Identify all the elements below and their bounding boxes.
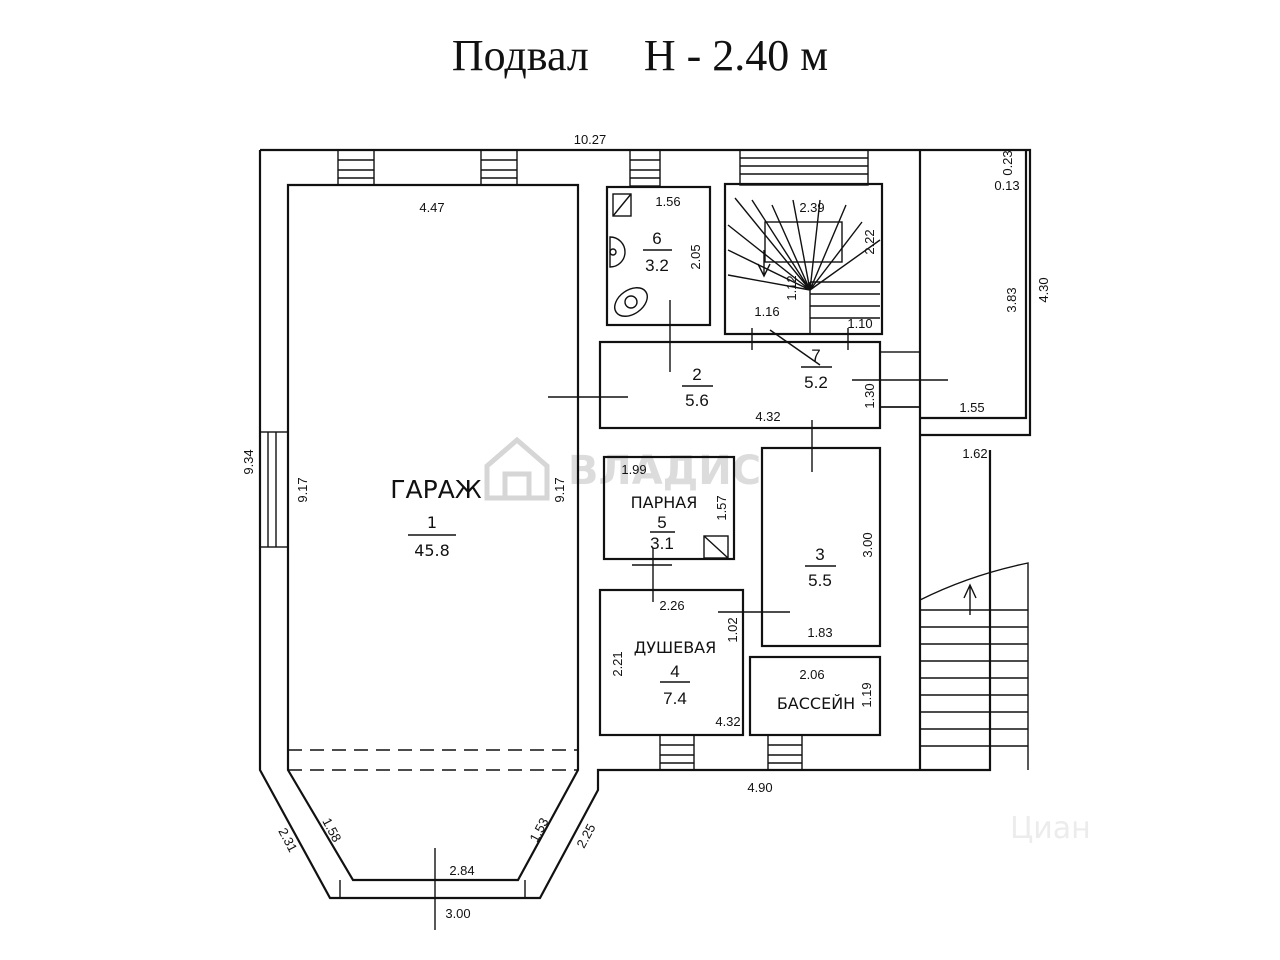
- dim-wc-height: 2.05: [688, 244, 703, 269]
- watermark-logo-icon: [484, 436, 550, 501]
- dim-sauna-height: 1.57: [714, 495, 729, 520]
- dim-corridor-height: 1.30: [862, 383, 877, 408]
- dim-top-total: 10.27: [574, 132, 607, 147]
- dim-garage-left-inner: 9.17: [295, 477, 310, 502]
- dim-stairs-width: 2.39: [799, 200, 824, 215]
- dim-wc-width: 1.56: [655, 194, 680, 209]
- dim-garage-left-outer: 9.34: [241, 449, 256, 474]
- room-garage: ГАРАЖ 1 45.8: [390, 475, 482, 560]
- room-corridor: 2 5.6: [682, 365, 713, 410]
- dim-stairs-right: 1.10: [847, 316, 872, 331]
- dim-stairs-mid: 1.12: [784, 275, 799, 300]
- toilet-icon: [614, 287, 648, 317]
- room-wc-area: 3.2: [645, 256, 669, 275]
- windows: [259, 149, 869, 771]
- room-shower-area: 7.4: [663, 689, 687, 708]
- room-3-number: 3: [815, 545, 824, 564]
- dim-right-0-13: 0.13: [994, 178, 1019, 193]
- dim-shower-side: 1.02: [725, 617, 740, 642]
- interior-walls: [598, 150, 1028, 770]
- interior-stairs: [727, 197, 881, 334]
- room-sauna-name: ПАРНАЯ: [631, 493, 698, 512]
- dim-garage-right-inner: 9.17: [552, 477, 567, 502]
- dim-bay-1-53: 1.53: [526, 815, 551, 844]
- ventilation-icon: [612, 193, 632, 217]
- room-stairs-number: 7: [811, 346, 820, 365]
- room-corridor-area: 5.6: [685, 391, 709, 410]
- dim-shower-bottom: 4.32: [715, 714, 740, 729]
- dim-pool-width: 2.06: [799, 667, 824, 682]
- dim-shower-top: 2.26: [659, 598, 684, 613]
- dim-sauna-width: 1.99: [621, 462, 646, 477]
- watermark: ВЛАДИС Циан: [484, 436, 1091, 846]
- room-shower-number: 4: [670, 662, 679, 681]
- room-corridor-number: 2: [692, 365, 701, 384]
- room-stairs-area: 5.2: [804, 373, 828, 392]
- dim-shower-height: 2.21: [610, 651, 625, 676]
- room-pool-name: БАССЕЙН: [777, 694, 855, 713]
- room-3: 3 5.5: [805, 545, 836, 590]
- dim-right-3-83: 3.83: [1004, 287, 1019, 312]
- dim-room3-height: 3.00: [860, 532, 875, 557]
- dim-right-1-55: 1.55: [959, 400, 984, 415]
- dim-pool-height: 1.19: [859, 682, 874, 707]
- door-leaders: [434, 300, 948, 930]
- dim-right-0-23: 0.23: [1000, 150, 1015, 175]
- dim-stairs-height: 2.22: [862, 229, 877, 254]
- watermark-site: Циан: [1010, 811, 1091, 846]
- room-shower: ДУШЕВАЯ 4 7.4: [634, 638, 717, 708]
- room-garage-number: 1: [427, 513, 437, 532]
- room-wc: 6 3.2: [643, 229, 672, 275]
- dim-right-1-62: 1.62: [962, 446, 987, 461]
- dim-bay-2-25: 2.25: [573, 821, 598, 850]
- dim-bay-2-31: 2.31: [275, 825, 300, 854]
- stove-icon: [703, 535, 729, 559]
- dim-corridor-length: 4.32: [755, 409, 780, 424]
- dim-bottom-4-90: 4.90: [747, 780, 772, 795]
- plan-title: Подвал Н - 2.40 м: [451, 31, 829, 80]
- watermark-brand: ВЛАДИС: [568, 448, 761, 494]
- room-pool: БАССЕЙН: [777, 694, 855, 713]
- room-garage-area: 45.8: [414, 541, 450, 560]
- sink-icon: [609, 236, 626, 268]
- dim-garage-width: 4.47: [419, 200, 444, 215]
- dim-right-4-30: 4.30: [1036, 277, 1051, 302]
- dim-room3-width: 1.83: [807, 625, 832, 640]
- dim-stairs-left: 1.16: [754, 304, 779, 319]
- dim-bay-3-00: 3.00: [445, 906, 470, 921]
- garage-door-line: [288, 749, 578, 771]
- dim-bay-2-84: 2.84: [449, 863, 474, 878]
- dimension-labels: 10.27 4.47 9.34 9.17 9.17 1.56 2.05 2.39…: [241, 132, 1051, 921]
- room-sauna-area: 3.1: [650, 534, 674, 553]
- room-shower-name: ДУШЕВАЯ: [634, 638, 717, 657]
- room-wc-number: 6: [652, 229, 661, 248]
- exterior-stairs: [919, 562, 1029, 770]
- room-garage-name: ГАРАЖ: [390, 475, 482, 504]
- room-stairs: 7 5.2: [801, 346, 832, 392]
- room-sauna: ПАРНАЯ 5 3.1: [631, 493, 698, 553]
- room-3-area: 5.5: [808, 571, 832, 590]
- room-sauna-number: 5: [657, 513, 666, 532]
